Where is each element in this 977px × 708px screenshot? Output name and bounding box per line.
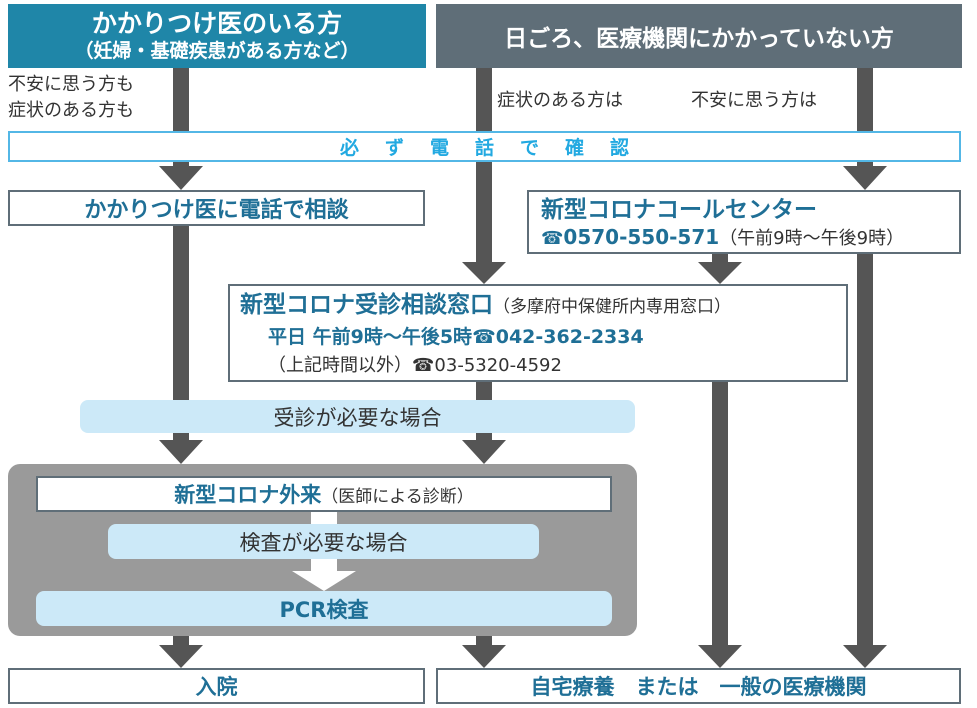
arrow-right-head-1 [843, 166, 887, 190]
arrow-call-head [698, 262, 742, 284]
arrow-col3-shaft [712, 382, 728, 648]
test-needed-pill: 検査が必要な場合 [108, 524, 539, 559]
arrow-col3-head [698, 645, 742, 668]
arrow-call-shaft [712, 254, 728, 264]
consultation-window-subtitle: （多摩府中保健所内専用窓口） [493, 297, 731, 317]
arrow-left-head-1 [159, 166, 203, 190]
weekday-contact: 平日 午前9時～午後5時☎042-362-2334 [240, 322, 836, 352]
must-call-band: 必ず電話で確認 [8, 131, 961, 162]
visit-needed-pill: 受診が必要な場合 [80, 400, 635, 433]
home-care-box: 自宅療養 または 一般の医療機関 [436, 668, 961, 704]
arrow-left-shaft-2 [173, 226, 189, 441]
note-left: 不安に思う方も 症状のある方も [8, 72, 134, 124]
arrow-right-shaft-2 [857, 254, 873, 648]
consultation-window-heading: 新型コロナ受診相談窓口（多摩府中保健所内専用窓口） [240, 290, 836, 322]
outpatient-subtitle: （医師による診断） [321, 486, 474, 507]
note-left-line1: 不安に思う方も [8, 74, 134, 95]
weekday-phone[interactable]: 042-362-2334 [495, 326, 644, 348]
call-center-title: 新型コロナコールセンター [541, 197, 817, 223]
call-center-box: 新型コロナコールセンター ☎0570-550-571（午前9時～午後9時） [527, 190, 961, 254]
call-center-hours: （午前9時～午後9時） [719, 228, 905, 249]
arrow-right-head-2 [843, 645, 887, 668]
arrow-mid-head-1 [462, 262, 506, 284]
corona-outpatient-box: 新型コロナ外来（医師による診断） [36, 476, 612, 512]
telephone-icon: ☎ [541, 228, 564, 249]
consultation-window-box: 新型コロナ受診相談窓口（多摩府中保健所内専用窓口） 平日 午前9時～午後5時☎0… [228, 284, 848, 382]
inner-arrow-shaft-2 [311, 559, 337, 573]
inner-arrow-shaft-1 [311, 512, 337, 526]
consult-family-doctor-box: かかりつけ医に電話で相談 [8, 190, 425, 226]
header-right-title: 日ごろ、医療機関にかかっていない方 [504, 26, 894, 52]
arrow-left-head-2 [159, 440, 203, 464]
after-hours-contact: （上記時間以外）☎03-5320-4592 [240, 352, 836, 380]
weekday-label: 平日 午前9時～午後5時 [268, 326, 473, 348]
telephone-icon: ☎ [472, 326, 496, 348]
pcr-test-pill: PCR検査 [36, 591, 612, 626]
consultation-window-title: 新型コロナ受診相談窓口 [240, 292, 493, 318]
call-center-phone[interactable]: 0570-550-571 [563, 225, 720, 249]
outpatient-title: 新型コロナ外来 [174, 483, 322, 507]
header-left-title: かかりつけ医のいる方 [91, 9, 343, 38]
arrow-left-head-3 [159, 645, 203, 668]
header-left-subtitle: （妊婦・基礎疾患がある方など） [74, 40, 360, 62]
header-without-doctor: 日ごろ、医療機関にかかっていない方 [436, 4, 962, 68]
hospitalization-box: 入院 [8, 668, 425, 704]
arrow-mid-shaft-1 [476, 68, 492, 263]
call-center-contact: ☎0570-550-571（午前9時～午後9時） [541, 224, 947, 252]
inner-arrow-head [292, 571, 356, 591]
arrow-group [159, 68, 887, 668]
note-middle: 症状のある方は [497, 90, 623, 111]
note-left-line2: 症状のある方も [8, 100, 134, 121]
after-hours-phone[interactable]: 03-5320-4592 [434, 355, 562, 376]
note-right: 不安に思う方は [691, 90, 817, 111]
header-with-family-doctor: かかりつけ医のいる方 （妊婦・基礎疾患がある方など） [8, 4, 426, 68]
arrow-mid-head-2 [462, 440, 506, 464]
after-hours-label: （上記時間以外） [268, 355, 412, 376]
telephone-icon: ☎ [412, 355, 435, 376]
arrow-mid-head-3 [462, 645, 506, 668]
